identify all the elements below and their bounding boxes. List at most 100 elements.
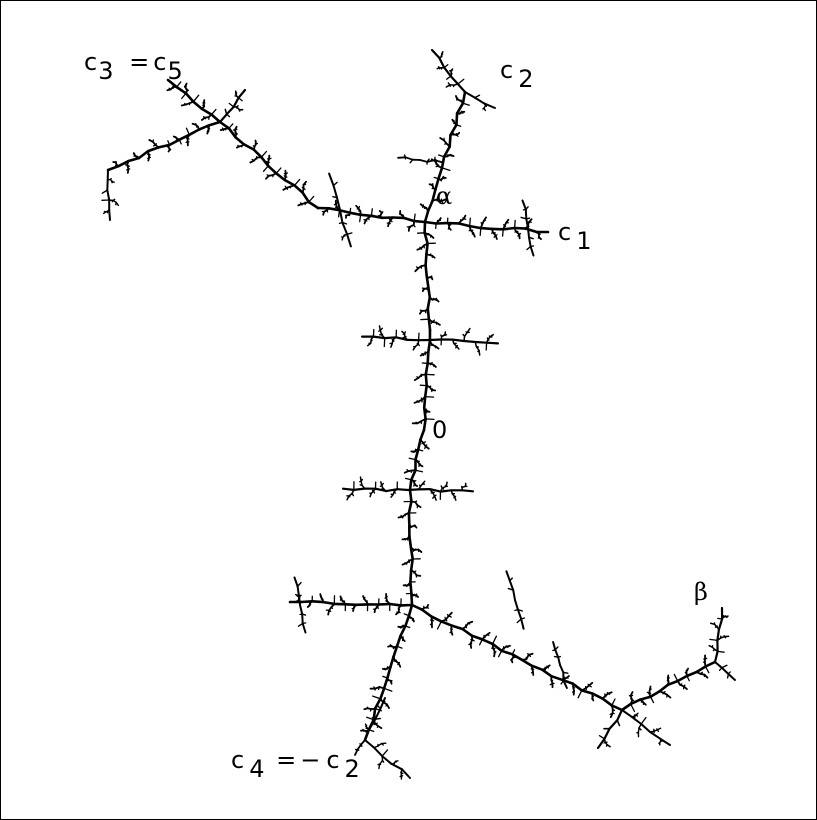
dendrite-segment xyxy=(629,691,634,697)
label-c1-index: 1 xyxy=(576,227,592,255)
dendrite-segment xyxy=(658,683,670,693)
dendrite-segment xyxy=(709,622,716,625)
dendrite-segment xyxy=(352,487,366,491)
dendrite-segment xyxy=(439,137,445,142)
dendrite-segment xyxy=(428,488,442,493)
dendrite-segment xyxy=(419,203,425,208)
dendrite-segment xyxy=(266,164,278,175)
label-c2b-letter: c xyxy=(326,746,340,774)
dendrite-segment xyxy=(175,85,188,95)
dendrite-segment xyxy=(390,493,394,498)
dendrite-segment xyxy=(339,595,343,601)
dendrite-segment xyxy=(610,704,624,712)
dendrite-segment xyxy=(378,763,381,770)
dendrite-segment xyxy=(421,480,426,485)
dendrite-segment xyxy=(725,615,729,618)
dendrite-segment xyxy=(423,220,438,225)
dendrite-segment xyxy=(414,267,420,273)
dendrite-segment xyxy=(640,716,647,725)
dendrite-segment xyxy=(108,209,111,221)
dendrite-segment xyxy=(466,327,471,334)
dendrite-segment xyxy=(387,644,393,648)
dendrite-segment xyxy=(424,263,429,278)
dendrite-segment xyxy=(439,620,454,627)
dendrite-segment xyxy=(402,638,406,642)
dendrite-segment xyxy=(656,727,662,731)
dendrite-segment xyxy=(727,673,736,681)
dendrite-segment xyxy=(630,703,636,713)
dendrite-segment xyxy=(591,697,595,702)
dendrite-segment xyxy=(410,450,415,453)
label-minus: − xyxy=(300,746,321,774)
dendrite-segment xyxy=(377,725,383,730)
dendrite-segment xyxy=(166,78,178,89)
dendrite-segment xyxy=(408,478,413,492)
dendrite-segment xyxy=(478,349,481,356)
dendrite-segment xyxy=(443,66,452,78)
dendrite-segment xyxy=(395,634,402,648)
dendrite-segment xyxy=(439,489,453,493)
dendrite-segment xyxy=(111,180,115,183)
label-c3-index: 3 xyxy=(98,57,114,85)
dendrite-segment xyxy=(422,406,427,421)
dendrite-segment xyxy=(426,296,432,310)
dendrite-segment xyxy=(415,574,422,577)
dendrite-segment xyxy=(455,112,459,127)
dendrite-segment xyxy=(183,82,188,88)
dendrite-segment xyxy=(412,345,416,351)
dendrite-segment xyxy=(483,102,496,109)
dendrite-segment xyxy=(282,186,288,191)
dendrite-segment xyxy=(362,595,366,601)
dendrite-segment xyxy=(385,703,390,710)
dendrite-segment xyxy=(356,743,362,751)
dendrite-segment xyxy=(424,395,435,398)
dendrite-segment xyxy=(424,361,430,376)
dendrite-segment xyxy=(386,665,392,680)
dendrite-segment xyxy=(354,748,359,756)
dendrite-segment xyxy=(513,226,528,230)
dendrite-segment xyxy=(424,418,435,421)
dendrite-segment xyxy=(352,607,355,613)
label-c2-letter: c xyxy=(500,56,514,84)
label-c2-index: 2 xyxy=(518,65,534,93)
dendrite-segment xyxy=(505,570,511,582)
dendrite-segment xyxy=(178,133,191,141)
dendrite-segment xyxy=(704,660,717,668)
dendrite-segment xyxy=(550,674,564,682)
dendrite-segment xyxy=(713,650,719,664)
dendrite-segment xyxy=(397,625,402,629)
dendrite-segment xyxy=(577,689,583,699)
dendrite-segment xyxy=(419,353,425,357)
dendrite-segment xyxy=(565,675,570,679)
dendrite-segment xyxy=(184,92,195,103)
dendrite-segment xyxy=(472,232,476,238)
dendrite-segment xyxy=(137,149,150,160)
dendrite-segment xyxy=(397,515,404,519)
dendrite-segment xyxy=(359,213,373,218)
dendrite-segment xyxy=(377,742,383,747)
dendrite-segment xyxy=(500,649,514,656)
dendrite-segment xyxy=(412,617,415,623)
dendrite-segment xyxy=(234,135,246,146)
label-c5-index: 5 xyxy=(167,57,183,85)
dendrite-segment xyxy=(409,569,413,584)
dendrite-segment xyxy=(607,691,613,695)
dendrite-segment xyxy=(364,728,371,741)
dendrite-segment xyxy=(440,155,446,170)
dendrite-segment xyxy=(451,118,455,123)
dendrite-segment xyxy=(385,488,399,493)
dendrite-segment xyxy=(491,642,503,653)
dendrite-segment xyxy=(102,211,107,215)
dendrite-segment xyxy=(274,172,287,182)
dendrite-segment xyxy=(397,662,402,668)
label-c1-letter: c xyxy=(558,218,572,246)
dendrite-segment xyxy=(363,219,367,225)
dendrite-segment xyxy=(512,589,516,601)
dendrite-segment xyxy=(202,99,206,105)
dendrite-segment xyxy=(510,658,514,664)
dendrite-segment xyxy=(588,681,594,687)
label-c3-equals: = xyxy=(129,48,150,76)
dendrite-segment xyxy=(716,628,721,642)
dendrite-segment xyxy=(381,755,393,765)
